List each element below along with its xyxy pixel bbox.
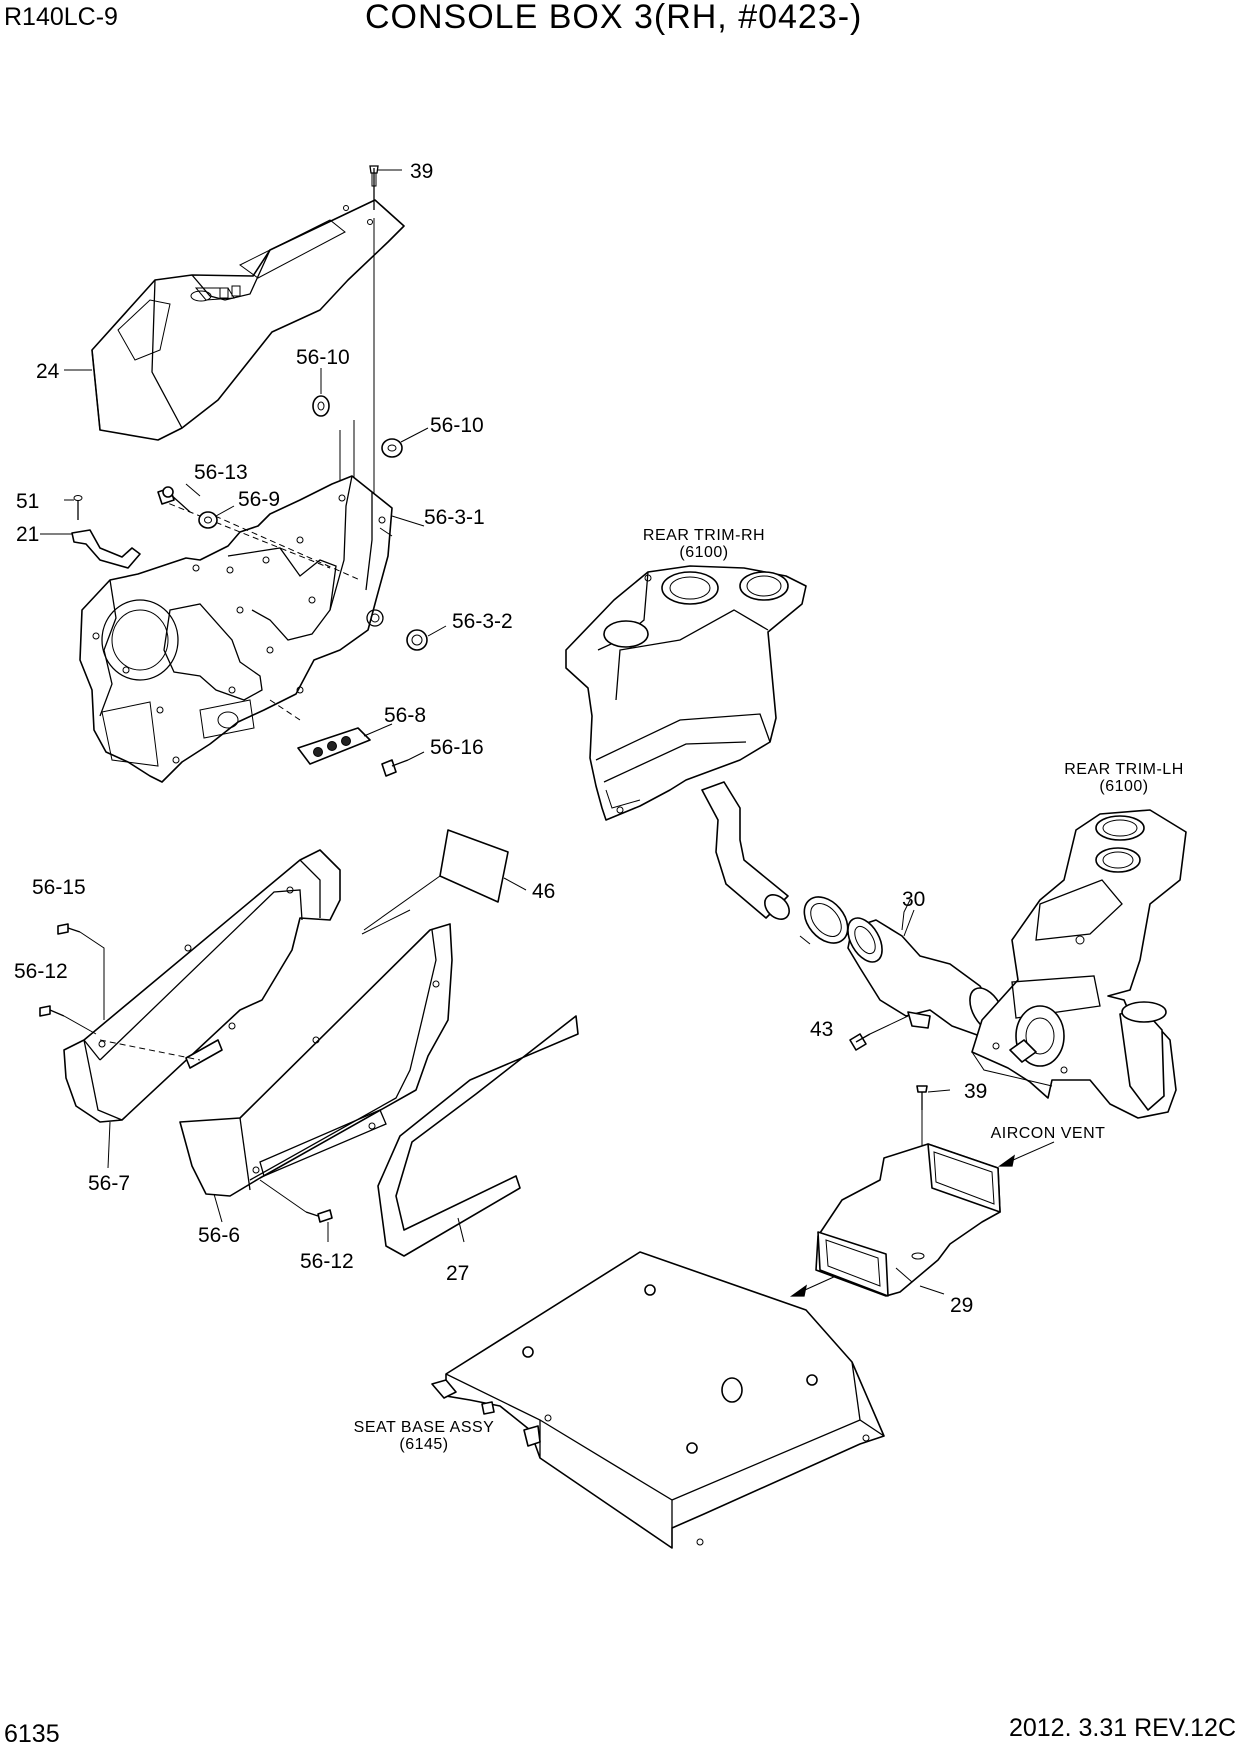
air-hose-part	[701, 781, 790, 920]
rear-trim-lh-label: REAR TRIM-LH	[1064, 761, 1184, 778]
callout-43: 43	[810, 1018, 833, 1041]
reference-labels: REAR TRIM-RH (6100) REAR TRIM-LH (6100) …	[354, 527, 1184, 1453]
callout-56-7: 56-7	[88, 1172, 130, 1195]
seat-base-arrow	[789, 1275, 837, 1297]
callout-39-top: 39	[410, 160, 433, 183]
rear-trim-lh-part	[971, 809, 1187, 1119]
console-cover-part	[91, 199, 405, 441]
bolt-56-16	[381, 751, 425, 777]
callout-56-15: 56-15	[32, 876, 86, 899]
callout-56-12-b: 56-12	[300, 1250, 354, 1273]
callout-56-10-b: 56-10	[430, 414, 484, 437]
callout-21: 21	[16, 523, 39, 546]
callout-56-10-a: 56-10	[296, 346, 350, 369]
callout-56-9: 56-9	[238, 488, 280, 511]
callout-51: 51	[16, 490, 39, 513]
screw-43	[849, 1015, 909, 1051]
callout-56-3-1: 56-3-1	[424, 506, 485, 529]
callout-29: 29	[950, 1294, 973, 1317]
aircon-vent-arrow	[997, 1141, 1055, 1167]
rear-trim-lh-page: (6100)	[1099, 778, 1148, 795]
callout-56-3-2: 56-3-2	[452, 610, 513, 633]
rear-trim-rh-page: (6100)	[679, 544, 728, 561]
rear-trim-rh-label: REAR TRIM-RH	[643, 527, 765, 544]
callout-56-12-a: 56-12	[14, 960, 68, 983]
callout-46: 46	[532, 880, 555, 903]
callout-24: 24	[36, 360, 60, 383]
model-label: R140LC-9	[4, 3, 118, 31]
washer-56-9	[198, 511, 218, 529]
grommet-56-3-2	[406, 625, 447, 651]
leader-lines	[40, 169, 945, 1295]
plate-46-part	[363, 829, 527, 931]
callout-27: 27	[446, 1262, 469, 1285]
side-cover-56-7-part	[63, 849, 341, 1123]
date-revision: 2012. 3.31 REV.12C	[1009, 1714, 1236, 1742]
side-cover-56-6-part	[179, 909, 453, 1197]
seat-base-part	[431, 1251, 885, 1549]
callout-56-13: 56-13	[194, 461, 248, 484]
aircon-vent-label: AIRCON VENT	[991, 1125, 1106, 1142]
bolt-56-13	[157, 486, 191, 513]
aircon-duct-29-part	[815, 1143, 1001, 1297]
screw-56-12-a	[39, 1005, 97, 1035]
duct-30-part	[847, 899, 1005, 1037]
callout-56-6: 56-6	[198, 1224, 240, 1247]
seat-base-label: SEAT BASE ASSY	[354, 1419, 495, 1436]
rear-trim-rh-part	[565, 565, 807, 821]
callout-30: 30	[902, 888, 925, 911]
diagram-title: CONSOLE BOX 3(RH, #0423-)	[365, 0, 862, 36]
callout-39-right: 39	[964, 1080, 987, 1103]
bracket-21-part	[71, 495, 141, 569]
page-number: 6135	[4, 1720, 60, 1748]
screw-56-12-b	[259, 1179, 333, 1242]
plate-56-8	[297, 723, 393, 765]
washer-56-10-b	[381, 427, 429, 458]
callout-56-16: 56-16	[430, 736, 484, 759]
screw-56-15	[57, 923, 105, 1020]
washer-56-10-a	[312, 368, 330, 417]
callout-56-8: 56-8	[384, 704, 426, 727]
seat-base-page: (6145)	[399, 1436, 448, 1453]
hose-clamp-part	[799, 896, 849, 945]
seal-strip-27-part	[377, 1015, 579, 1257]
callout-labels: 39 24 56-10 56-10 56-13 56-9 51 21 56-3-…	[14, 160, 987, 1317]
